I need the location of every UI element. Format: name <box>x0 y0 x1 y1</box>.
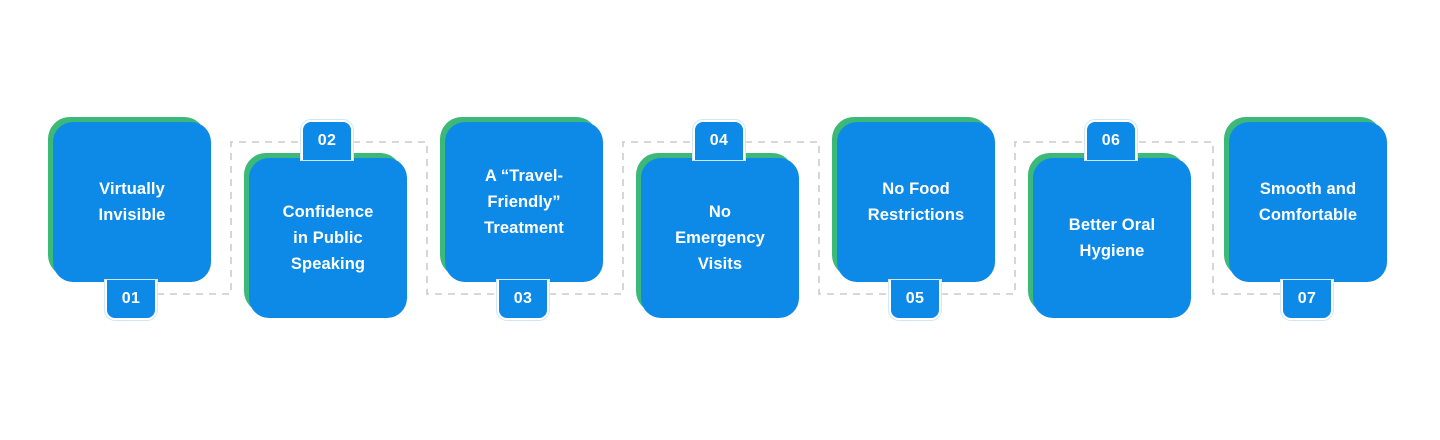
card-face: Virtually Invisible <box>53 122 211 282</box>
step-number-badge: 02 <box>300 119 354 161</box>
card-face: A “Travel- Friendly” Treatment <box>445 122 603 282</box>
card-title: Virtually Invisible <box>98 179 166 224</box>
step-card-01[interactable]: Virtually Invisible 01 <box>48 117 211 321</box>
card-face: Smooth and Comfortable <box>1229 122 1387 282</box>
card-title: No Food Restrictions <box>867 179 965 224</box>
card-face: No Emergency Visits <box>641 158 799 318</box>
step-number-badge: 03 <box>496 279 550 321</box>
step-card-03[interactable]: A “Travel- Friendly” Treatment 03 <box>440 117 603 321</box>
step-number-badge: 01 <box>104 279 158 321</box>
card-title: No Emergency Visits <box>675 202 765 274</box>
step-number-badge: 07 <box>1280 279 1334 321</box>
card-title: Confidence in Public Speaking <box>282 202 374 274</box>
step-number-badge: 06 <box>1084 119 1138 161</box>
card-face: Confidence in Public Speaking <box>249 158 407 318</box>
step-number-badge: 04 <box>692 119 746 161</box>
step-card-04[interactable]: No Emergency Visits 04 <box>636 119 799 318</box>
card-face: No Food Restrictions <box>837 122 995 282</box>
card-title: A “Travel- Friendly” Treatment <box>484 166 564 238</box>
card-title: Smooth and Comfortable <box>1258 179 1358 224</box>
card-face: Better Oral Hygiene <box>1033 158 1191 318</box>
step-number-badge: 05 <box>888 279 942 321</box>
step-card-02[interactable]: Confidence in Public Speaking 02 <box>244 119 407 318</box>
step-card-05[interactable]: No Food Restrictions 05 <box>832 117 995 321</box>
step-card-07[interactable]: Smooth and Comfortable 07 <box>1224 117 1387 321</box>
card-title: Better Oral Hygiene <box>1068 215 1156 260</box>
step-card-06[interactable]: Better Oral Hygiene 06 <box>1028 119 1191 318</box>
